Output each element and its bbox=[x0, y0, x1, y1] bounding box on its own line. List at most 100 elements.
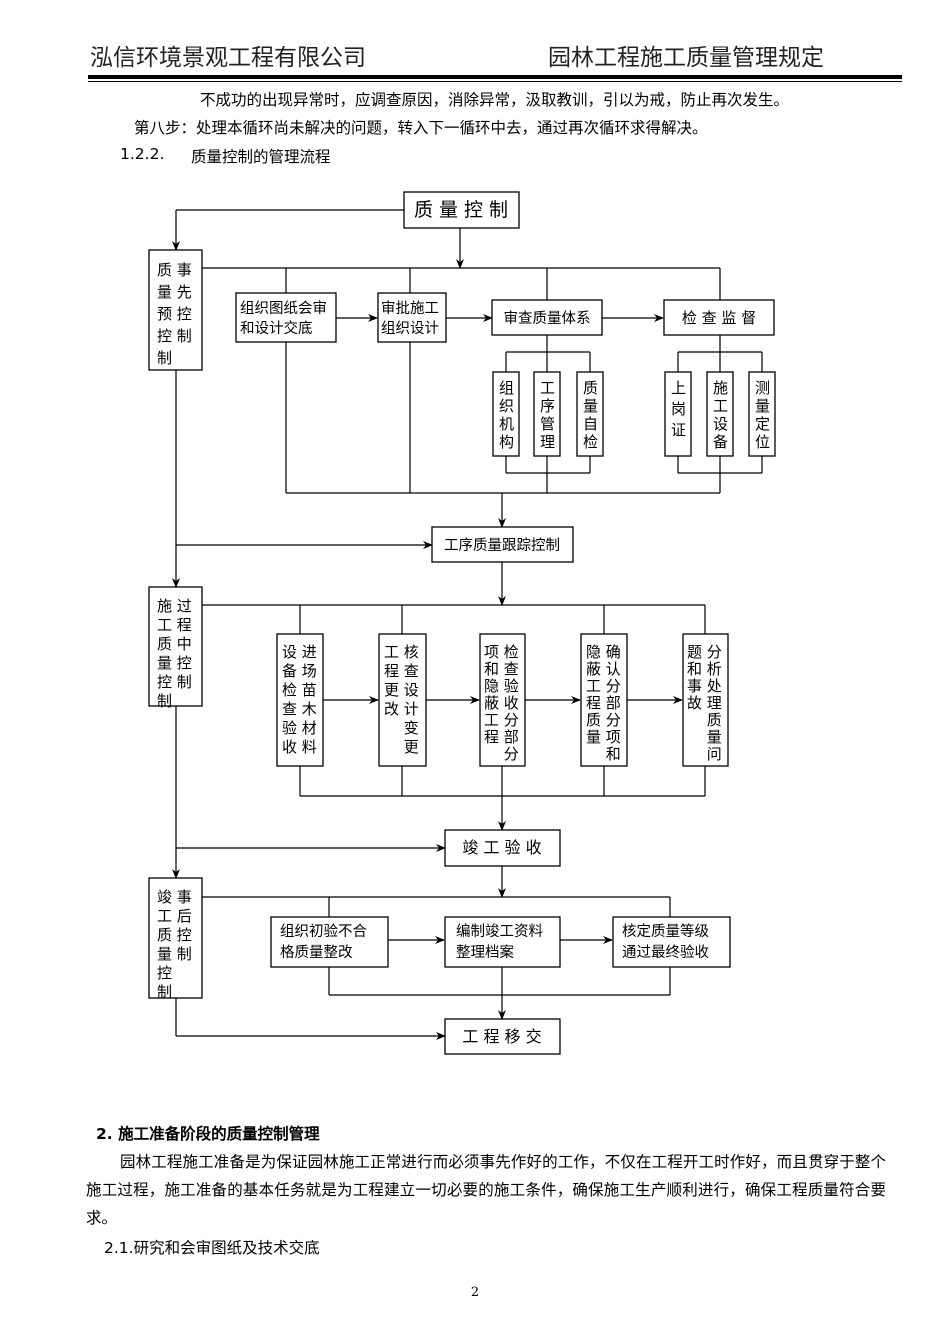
label-track: 工序质量跟踪控制 bbox=[444, 537, 560, 554]
label-mid-box4-line: 蔽 认 bbox=[586, 660, 621, 678]
box-quality-system bbox=[491, 299, 603, 336]
label-mid-box5-line: 质 bbox=[687, 711, 722, 729]
label-sub-equip-line: 备 bbox=[713, 433, 728, 451]
label-mid-box3-line: 项 检 bbox=[484, 643, 519, 661]
label-mid-box1-line: 查 木 bbox=[282, 700, 317, 718]
label-mid-box2-line: 改 计 bbox=[384, 700, 419, 718]
label-mid-box3-line: 工 分 bbox=[484, 711, 519, 729]
header-doc-title: 园林工程施工质量管理规定 bbox=[548, 45, 824, 71]
label-mid-box3-line: 分 bbox=[484, 745, 519, 763]
label-phase-mid-line: 控 制 bbox=[157, 673, 192, 691]
label-phase-mid-line: 量 控 bbox=[157, 654, 192, 672]
box-confirm bbox=[580, 633, 628, 767]
label-sub-survey-line: 量 bbox=[755, 397, 770, 415]
label-sub-equip-line: 设 bbox=[713, 415, 728, 433]
label-sub-equip-line: 工 bbox=[713, 397, 728, 415]
box-design-change bbox=[378, 633, 427, 767]
box-inspection bbox=[479, 633, 526, 767]
box-completion bbox=[444, 829, 561, 867]
label-mid-box1-line: 检 苗 bbox=[282, 681, 317, 699]
box-material-check bbox=[276, 633, 324, 767]
label-sub-proc-line: 工 bbox=[540, 379, 555, 397]
label-mid-box3-line: 程 部 bbox=[484, 728, 519, 746]
label-sub-org-line: 机 bbox=[499, 415, 514, 433]
label-phase-mid: 施 过工 程质 中量 控控 制制 bbox=[157, 597, 192, 710]
flow-boxes bbox=[148, 191, 776, 1055]
label-handover: 工 程 移 交 bbox=[462, 1027, 541, 1046]
label-mid-box3-line: 蔽 收 bbox=[484, 694, 519, 712]
intro-line-1: 不成功的出现异常时，应调查原因，消除异常，汲取教训，引以为戒，防止再次发生。 bbox=[200, 91, 790, 109]
box-post-archive bbox=[444, 916, 561, 968]
label-mid-box3: 项 检和 查隐 验蔽 收工 分程 部 分 bbox=[484, 643, 519, 763]
label-phase-post-line: 量 制 bbox=[157, 945, 192, 963]
box-post-rectify bbox=[270, 916, 389, 968]
label-post-box3-line: 核定质量等级 bbox=[622, 922, 709, 940]
box-survey bbox=[748, 371, 776, 457]
label-pre-box4: 检 查 监 督 bbox=[682, 309, 756, 327]
label-mid-box1-line: 设 进 bbox=[282, 643, 317, 661]
label-phase-post-line: 控 bbox=[157, 964, 172, 982]
label-phase-mid-line: 制 bbox=[157, 692, 172, 710]
label-pre-box2-line: 组织设计 bbox=[381, 320, 439, 337]
header-company: 泓信环境景观工程有限公司 bbox=[90, 45, 366, 71]
label-sub-self-line: 自 bbox=[583, 415, 598, 433]
box-self-check bbox=[576, 371, 604, 457]
label-pre-box3: 审查质量体系 bbox=[504, 310, 591, 327]
label-phase-post: 竣 事工 后质 控量 制控制 bbox=[157, 888, 192, 1001]
label-sub-proc-line: 序 bbox=[540, 397, 555, 415]
label-mid-box2-line: 变 bbox=[384, 719, 419, 737]
label-sub-survey-line: 位 bbox=[755, 433, 770, 451]
label-pre-box2-line: 审批施工 bbox=[381, 300, 439, 317]
label-phase-pre-line: 制 bbox=[157, 349, 172, 367]
label-sub-org-line: 织 bbox=[499, 397, 514, 415]
box-equip bbox=[706, 371, 734, 457]
label-sub-cert-line: 证 bbox=[671, 421, 686, 439]
label-post-box1-line: 格质量整改 bbox=[280, 944, 353, 961]
label-post-box3-line: 通过最终验收 bbox=[622, 944, 709, 961]
box-inspect-supervise bbox=[663, 299, 775, 336]
label-phase-post-line: 制 bbox=[157, 983, 172, 1001]
box-phase-pre bbox=[148, 249, 203, 371]
label-mid-box3-line: 隐 验 bbox=[484, 677, 519, 695]
label-sub-org-line: 构 bbox=[499, 433, 514, 451]
label-sub-proc-line: 管 bbox=[540, 415, 555, 433]
label-phase-pre-line: 量 先 bbox=[157, 283, 192, 301]
label-post-box2-line: 整理档案 bbox=[456, 943, 514, 961]
label-mid-box5-line: 和 析 bbox=[687, 660, 722, 678]
box-cert bbox=[664, 371, 692, 457]
intro-line-2: 第八步：处理本循环尚未解决的问题，转入下一循环中去，通过再次循环求得解决。 bbox=[134, 119, 708, 137]
label-mid-box4-line: 隐 确 bbox=[586, 643, 621, 661]
label-mid-box4-line: 量 项 bbox=[586, 728, 621, 746]
label-mid-box2-line: 工 核 bbox=[384, 643, 419, 661]
box-phase-post bbox=[148, 877, 203, 999]
section-2-heading: 2. 施工准备阶段的质量控制管理 bbox=[96, 1125, 320, 1143]
label-mid-box1-line: 验 材 bbox=[282, 719, 317, 737]
page-number: 2 bbox=[470, 1285, 480, 1300]
label-mid-box2-line: 更 设 bbox=[384, 681, 419, 699]
label-mid-box4: 隐 确蔽 认工 分程 部质 分量 项 和 bbox=[586, 643, 621, 763]
subsection-number: 1.2.2. bbox=[120, 145, 165, 163]
label-mid-box1-line: 备 场 bbox=[282, 662, 317, 680]
box-phase-mid bbox=[148, 586, 203, 707]
label-mid-box5-line: 问 bbox=[687, 745, 722, 763]
label-pre-box1-line: 组织图纸会审 bbox=[240, 300, 327, 317]
label-mid-box5-line: 故 理 bbox=[687, 694, 722, 712]
label-mid-box4-line: 工 分 bbox=[586, 677, 621, 695]
label-mid-box1: 设 进备 场检 苗查 木验 材收 料 bbox=[282, 643, 317, 756]
box-post-final bbox=[612, 916, 731, 968]
label-mid-box1-line: 收 料 bbox=[282, 738, 317, 756]
flow-connectors bbox=[172, 209, 763, 1040]
label-post-box1-line: 组织初验不合 bbox=[280, 923, 367, 940]
label-sub-survey-line: 测 bbox=[755, 379, 770, 397]
box-approve-design bbox=[377, 292, 447, 343]
label-post-box2-line: 编制竣工资料 bbox=[456, 923, 543, 940]
label-mid-box5-line: 事 处 bbox=[687, 677, 722, 695]
